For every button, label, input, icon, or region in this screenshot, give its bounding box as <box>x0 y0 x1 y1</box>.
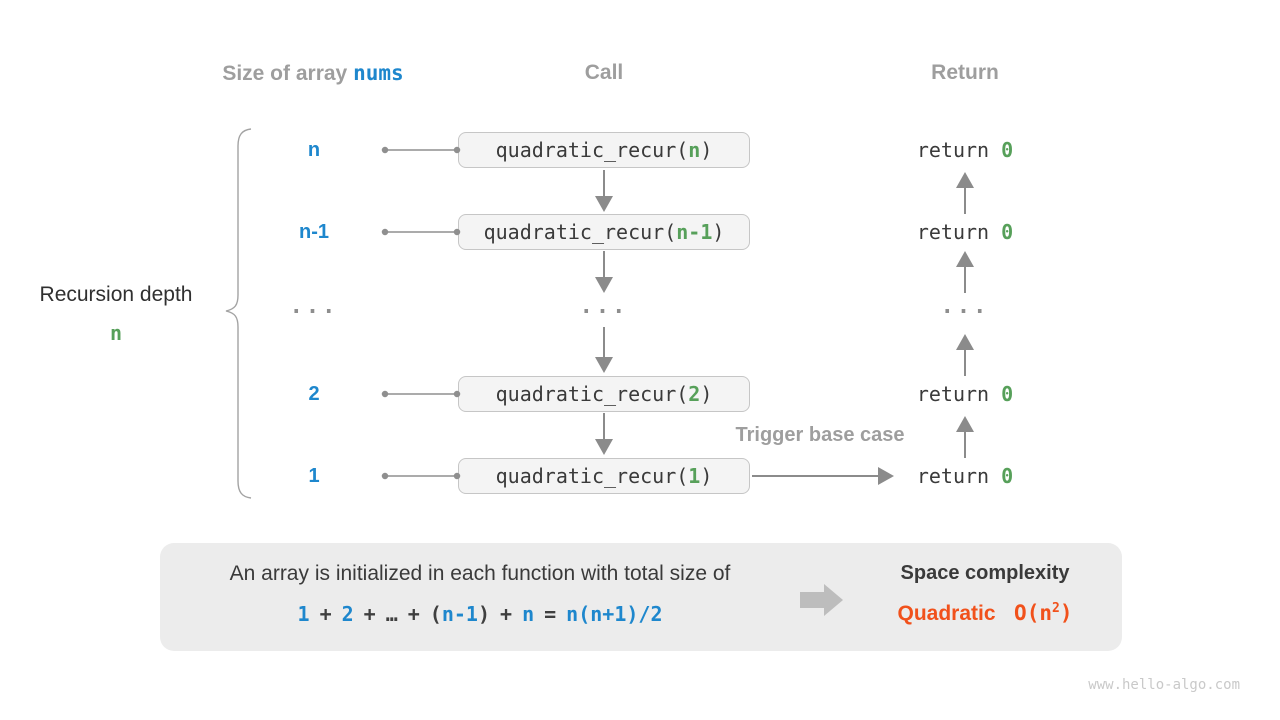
recursion-depth-label: Recursion depth <box>39 283 193 306</box>
call-close: ) <box>700 382 713 406</box>
formula-token: ) <box>477 602 491 626</box>
call-close: ) <box>712 220 725 244</box>
return-value: 0 <box>1001 220 1014 244</box>
space-complexity-title: Space complexity <box>900 562 1070 584</box>
return-keyword: return <box>916 382 1002 406</box>
call-text: quadratic_recur( <box>495 464 689 488</box>
recursion-depth-value: n <box>109 321 123 345</box>
formula-token: n-1 <box>441 602 478 626</box>
column-header-return: Return <box>931 61 999 84</box>
call-text: quadratic_recur( <box>483 220 677 244</box>
call-arg: n-1 <box>676 220 713 244</box>
size-label-2: 2 <box>308 383 320 405</box>
formula-token: 2 <box>341 602 354 626</box>
formula-token: 1 <box>297 602 310 626</box>
size-label-n: n <box>307 139 321 161</box>
complexity-word: Quadratic <box>897 602 996 625</box>
summary-formula: 1 +2 + … + (n-1) + n = n(n+1)/2 <box>180 602 780 626</box>
call-ellipsis: ... <box>579 294 629 319</box>
return-ellipsis: ... <box>940 294 990 319</box>
call-close: ) <box>700 138 713 162</box>
call-arg: 2 <box>688 382 701 406</box>
return-label: return 0 <box>865 380 1065 408</box>
return-value: 0 <box>1001 464 1014 488</box>
space-complexity-value: Quadratic O(n2) <box>875 601 1095 626</box>
formula-token: + <box>407 602 420 626</box>
return-label: return 0 <box>865 218 1065 246</box>
call-close: ) <box>700 464 713 488</box>
call-text: quadratic_recur( <box>495 382 689 406</box>
size-connectors <box>381 146 461 480</box>
return-keyword: return <box>916 220 1002 244</box>
call-box-n-1: quadratic_recur(n-1) <box>458 214 750 250</box>
summary-sentence: An array is initialized in each function… <box>229 562 731 585</box>
trigger-base-case-label: Trigger base case <box>735 424 905 446</box>
formula-token: + <box>363 602 376 626</box>
formula-token: ( <box>429 602 442 626</box>
call-arg: 1 <box>688 464 701 488</box>
return-label: return 0 <box>865 136 1065 164</box>
return-keyword: return <box>916 138 1002 162</box>
formula-token: … <box>385 602 398 626</box>
return-keyword: return <box>916 464 1002 488</box>
formula-token: n(n+1)/2 <box>566 602 663 626</box>
call-box-2: quadratic_recur(2) <box>458 376 750 412</box>
size-label-1: 1 <box>308 465 320 487</box>
call-box-1: quadratic_recur(1) <box>458 458 750 494</box>
recursion-depth-brace <box>225 128 252 499</box>
column-header-call: Call <box>584 61 624 84</box>
size-ellipsis: ... <box>289 294 339 319</box>
call-arg: n <box>688 138 701 162</box>
summary-panel: An array is initialized in each function… <box>160 543 1122 651</box>
call-text: quadratic_recur( <box>495 138 689 162</box>
complexity-big-o: O(n2) <box>1014 601 1073 625</box>
return-value: 0 <box>1001 382 1014 406</box>
watermark-url: www.hello-algo.com <box>1088 677 1240 693</box>
formula-token: = <box>544 602 557 626</box>
size-header-code: nums <box>353 61 404 85</box>
formula-token: + <box>319 602 332 626</box>
return-label: return 0 <box>865 462 1065 490</box>
formula-token: + <box>500 602 513 626</box>
size-label-n-1: n-1 <box>299 221 329 243</box>
return-value: 0 <box>1001 138 1014 162</box>
formula-token: n <box>522 602 535 626</box>
size-header-text: Size of array <box>222 62 348 85</box>
column-header-size: Size of array nums <box>163 59 463 87</box>
call-box-n: quadratic_recur(n) <box>458 132 750 168</box>
